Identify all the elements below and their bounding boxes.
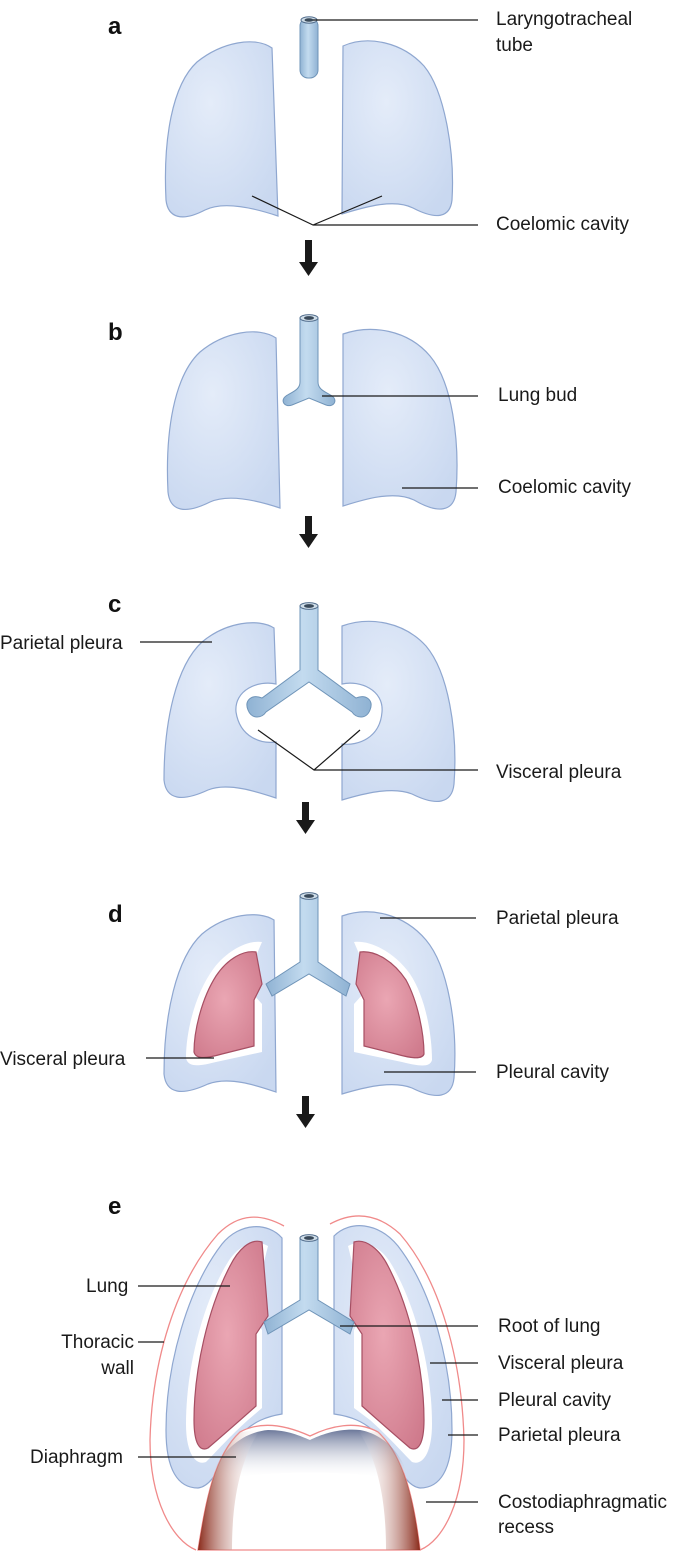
panel-letter-e: e xyxy=(108,1193,121,1220)
label-thoracic-wall-line2: wall xyxy=(100,1358,134,1379)
coelomic-cavity-right-b xyxy=(342,328,458,510)
label-pleural-cavity-d: Pleural cavity xyxy=(496,1062,609,1083)
arrow-a-to-b xyxy=(299,240,318,276)
coelomic-cavity-right-a xyxy=(341,40,454,217)
label-visceral-pleura-d: Visceral pleura xyxy=(0,1049,126,1070)
arrow-d-to-e xyxy=(296,1096,315,1128)
panel-letter-a: a xyxy=(108,13,122,40)
arrow-c-to-d xyxy=(296,802,315,834)
label-coelomic-cavity-b: Coelomic cavity xyxy=(498,477,632,498)
label-pleural-cavity-e: Pleural cavity xyxy=(498,1390,611,1411)
laryngotracheal-tube-a xyxy=(299,16,319,79)
label-laryngotracheal-tube-line1: Laryngotracheal xyxy=(496,9,632,30)
coelomic-cavity-right-c xyxy=(341,620,456,802)
panel-letter-c: c xyxy=(108,591,121,618)
label-coelomic-cavity-a: Coelomic cavity xyxy=(496,214,630,235)
arrow-b-to-c xyxy=(299,516,318,548)
label-thoracic-wall-line1: Thoracic xyxy=(61,1332,134,1353)
label-lung-bud: Lung bud xyxy=(498,385,577,406)
trachea-bronchi-d xyxy=(265,892,351,997)
coelomic-cavity-left-b xyxy=(166,331,281,510)
label-lung-e: Lung xyxy=(86,1276,128,1297)
label-parietal-pleura-d: Parietal pleura xyxy=(496,908,619,929)
panel-e: e Lung Thoracic wall xyxy=(30,1193,667,1551)
thoracic-wall xyxy=(149,1216,285,1551)
panel-c: c Parietal pleura Visceral pleura xyxy=(0,591,622,802)
label-costodiaphragmatic-recess-line1: Costodiaphragmatic xyxy=(498,1492,667,1513)
lung-left-e xyxy=(193,1240,269,1450)
lung-right-e xyxy=(349,1240,425,1450)
label-visceral-pleura-e: Visceral pleura xyxy=(498,1353,624,1374)
panel-d: d Parietal pleura Visceral pleura Pleura… xyxy=(0,892,619,1096)
panel-letter-b: b xyxy=(108,319,123,346)
panel-b: b Lung bud Coelomic cavity xyxy=(108,314,632,510)
panel-letter-d: d xyxy=(108,901,123,928)
lung-bud xyxy=(282,314,336,407)
label-costodiaphragmatic-recess-line2: recess xyxy=(498,1517,554,1538)
label-parietal-pleura-e: Parietal pleura xyxy=(498,1425,621,1446)
coelomic-cavity-left-a xyxy=(164,41,279,218)
trachea-root-of-lung-e xyxy=(263,1234,355,1335)
diaphragm xyxy=(197,1424,421,1551)
label-root-of-lung: Root of lung xyxy=(498,1316,600,1337)
lung-right-d xyxy=(355,951,425,1059)
label-laryngotracheal-tube-line2: tube xyxy=(496,35,533,56)
label-parietal-pleura-c: Parietal pleura xyxy=(0,633,123,654)
label-visceral-pleura-c: Visceral pleura xyxy=(496,762,622,783)
label-diaphragm: Diaphragm xyxy=(30,1447,123,1468)
trachea-bronchi-c xyxy=(246,602,372,718)
panel-a: a Laryngotracheal tube Coelomic cavity xyxy=(108,9,632,235)
lung-left-d xyxy=(193,951,263,1059)
